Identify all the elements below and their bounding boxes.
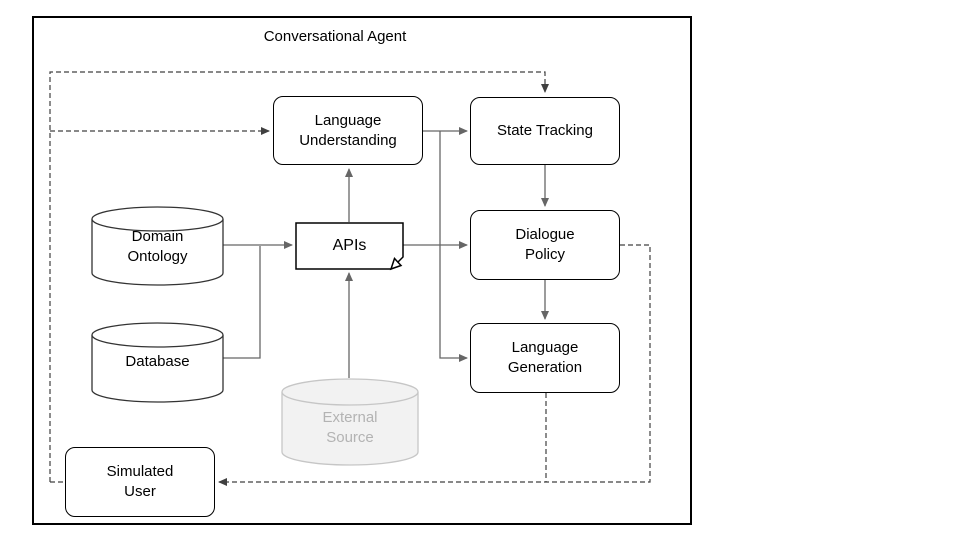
node-dialogue-policy: Dialogue Policy bbox=[470, 210, 620, 280]
edge-dialogue-policy-to-simulated-user bbox=[218, 244, 651, 486]
edge-simulated-user-to-state-tracking bbox=[49, 71, 549, 482]
node-simulated-user: Simulated User bbox=[65, 447, 215, 517]
node-domain-ontology-label: Domain Ontology bbox=[127, 228, 188, 265]
node-state-tracking-label: State Tracking bbox=[497, 122, 593, 140]
node-simulated-user-label: Simulated User bbox=[106, 463, 174, 500]
node-apis-label: APIs bbox=[332, 237, 367, 255]
edge-language-understanding-to-language-generation bbox=[439, 131, 468, 362]
node-state-tracking: State Tracking bbox=[470, 97, 620, 165]
external-source-cylinder bbox=[281, 378, 419, 466]
database-cylinder bbox=[91, 322, 224, 403]
edge-database-join bbox=[223, 246, 261, 359]
node-database-label: Database bbox=[125, 353, 190, 371]
node-language-understanding: Language Understanding bbox=[273, 96, 423, 165]
domain-ontology-cylinder bbox=[91, 206, 224, 286]
diagram-title: Conversational Agent bbox=[263, 28, 407, 45]
node-language-generation-label: Language Generation bbox=[507, 339, 583, 376]
node-external-source-label: External Source bbox=[322, 409, 378, 446]
node-dialogue-policy-label: Dialogue Policy bbox=[515, 226, 575, 263]
conversational-agent-frame bbox=[32, 16, 692, 525]
apis-document-shape bbox=[295, 222, 404, 271]
node-language-generation: Language Generation bbox=[470, 323, 620, 393]
node-language-understanding-label: Language Understanding bbox=[299, 111, 397, 149]
